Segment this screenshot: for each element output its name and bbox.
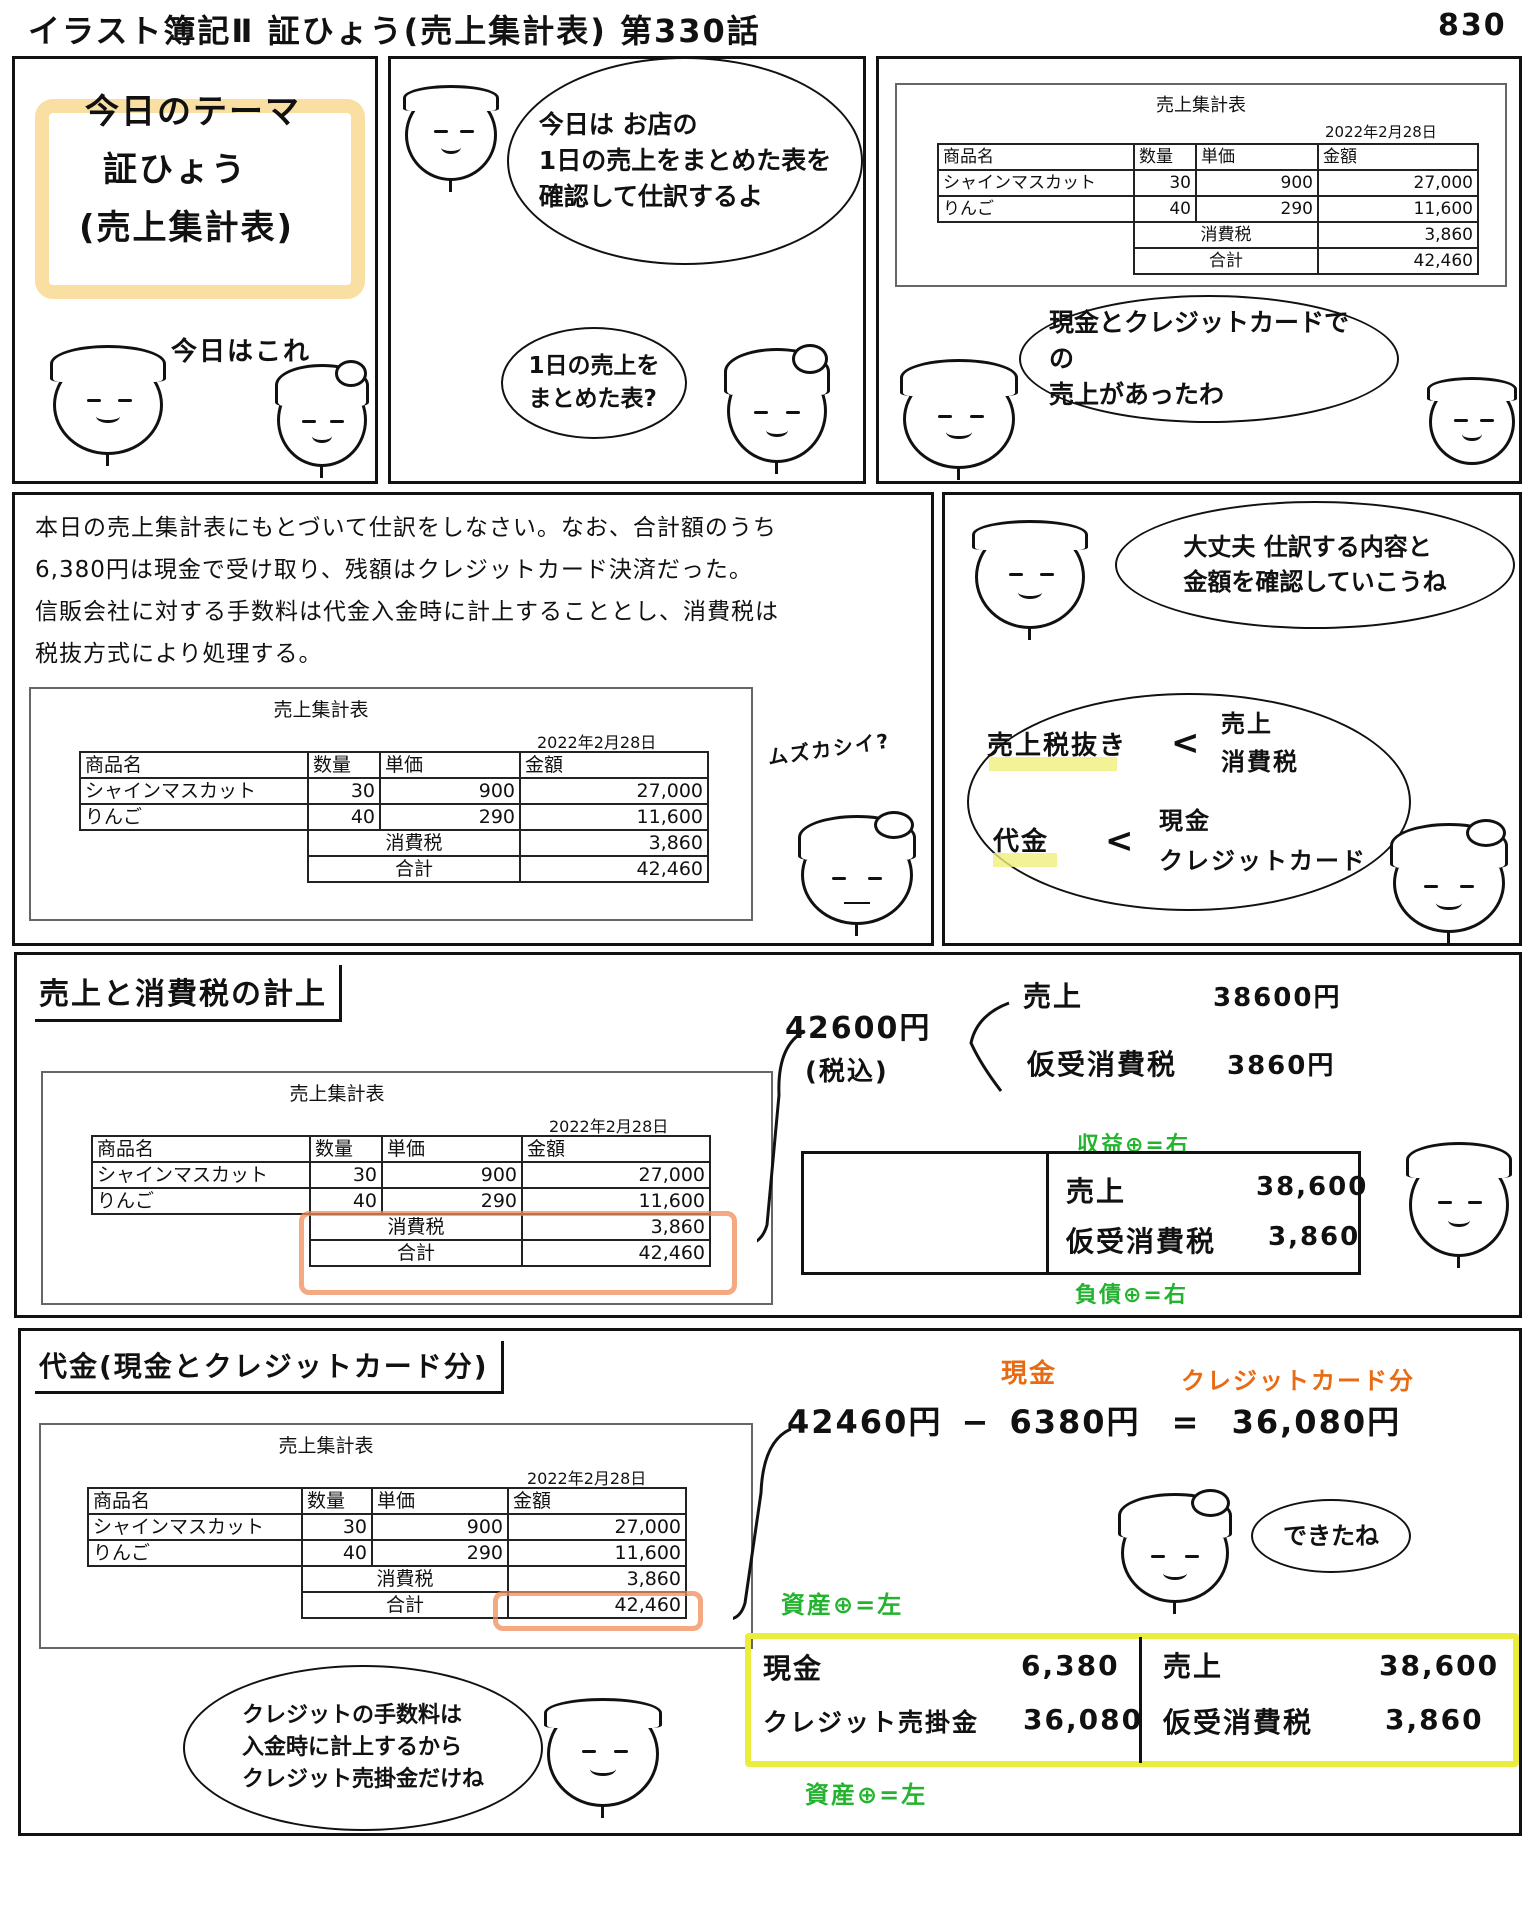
entry-tax-amount: 3,860 xyxy=(1385,1703,1484,1736)
panel-breakdown: 大丈夫 仕訳する内容と 金額を確認していこうね 売上税抜き < 売上 消費税 代… xyxy=(942,492,1522,946)
girl-avatar xyxy=(797,811,917,936)
table-date: 2022年2月28日 xyxy=(527,1469,647,1488)
breakdown-bubble xyxy=(967,693,1411,911)
entry-sales: 売上 xyxy=(1163,1650,1224,1683)
ledger-tax-amount: 3,860 xyxy=(1268,1222,1361,1252)
branch-line xyxy=(969,1001,1010,1092)
ledger-sales: 売上 xyxy=(1066,1175,1127,1208)
table-title: 売上集計表 xyxy=(273,699,369,721)
girl-avatar xyxy=(1117,1489,1233,1614)
problem-text: 本日の売上集計表にもとづいて仕訳をしなさい。なお、合計額のうち 6,380円は現… xyxy=(35,515,779,667)
theme-highlight xyxy=(35,99,365,299)
branch-tax: 仮受消費税 xyxy=(1027,1048,1178,1081)
bracket-line xyxy=(733,1427,792,1620)
murmur-text: ムズカシイ? xyxy=(766,728,892,770)
table-date: 2022年2月28日 xyxy=(549,1117,669,1136)
boy-avatar xyxy=(1427,377,1517,465)
boy-avatar xyxy=(899,358,1019,480)
payment-label: 代金 xyxy=(993,827,1050,857)
boy-avatar xyxy=(49,344,167,466)
credit-part: クレジットカード xyxy=(1159,847,1367,875)
amount-sub: (税込) xyxy=(805,1057,889,1087)
boy-avatar xyxy=(971,520,1089,640)
entry-credit: クレジット売掛金 xyxy=(763,1708,980,1737)
branch-sales-amount: 38600円 xyxy=(1213,983,1342,1013)
speech-bubble: 現金とクレジットカードでの 売上があったわ xyxy=(1019,295,1399,423)
branch-sales: 売上 xyxy=(1023,980,1084,1013)
entry-tax: 仮受消費税 xyxy=(1163,1706,1314,1739)
table-date: 2022年2月28日 xyxy=(1325,123,1437,141)
asset-note-top: 資産⊕=左 xyxy=(781,1591,904,1619)
journal-entry-highlight xyxy=(745,1633,1519,1767)
fee-note-bubble: クレジットの手数料は 入金時に計上するから クレジット売掛金だけね xyxy=(183,1665,543,1831)
page-number: 830 xyxy=(1438,8,1507,43)
panel-payment-entry: 代金(現金とクレジットカード分) 売上集計表 2022年2月28日 商品名数量単… xyxy=(18,1328,1522,1836)
equation: 42460円 − 6380円 = 36,080円 xyxy=(787,1403,1402,1441)
total-highlight xyxy=(493,1591,703,1631)
page-title: イラスト簿記Ⅱ 証ひょう(売上集計表) 第330話 xyxy=(28,12,761,50)
speech-bubble: 今日は お店の 1日の売上をまとめた表を 確認して仕訳するよ xyxy=(507,57,863,265)
panel-problem: 本日の売上集計表にもとづいて仕訳をしなさい。なお、合計額のうち 6,380円は現… xyxy=(12,492,934,946)
girl-avatar xyxy=(724,344,830,474)
entry-cash-amount: 6,380 xyxy=(1021,1649,1120,1682)
table-title: 売上集計表 xyxy=(289,1083,385,1105)
panel-theme: 今日のテーマ 証ひょう (売上集計表) 今日はこれ xyxy=(12,56,378,484)
label-credit: クレジットカード分 xyxy=(1181,1367,1415,1395)
ledger-sales-amount: 38,600 xyxy=(1256,1172,1369,1202)
panel-sales-entry: 売上と消費税の計上 売上集計表 2022年2月28日 商品名数量単価金額 シャイ… xyxy=(14,952,1522,1318)
journal-ledger: 現金 6,380 クレジット売掛金 36,080 売上 38,600 仮受消費税… xyxy=(757,1637,1505,1763)
section-heading: 代金(現金とクレジットカード分) xyxy=(35,1341,504,1394)
liability-note: 負債⊕=右 xyxy=(1075,1283,1188,1308)
girl-avatar xyxy=(1389,819,1509,944)
tax-part: 消費税 xyxy=(1221,748,1299,776)
reply-bubble: 1日の売上を まとめた表? xyxy=(501,327,687,439)
boy-avatar xyxy=(543,1698,663,1818)
section-heading: 売上と消費税の計上 xyxy=(35,965,342,1022)
girl-avatar xyxy=(274,360,370,478)
branch-tax-amount: 3860円 xyxy=(1227,1051,1336,1081)
boy-avatar xyxy=(1406,1142,1512,1268)
theme-title: 今日のテーマ 証ひょう (売上集計表) xyxy=(79,92,301,248)
caption-today: 今日はこれ xyxy=(171,337,312,367)
tax-total-highlight xyxy=(299,1211,737,1295)
journal-ledger: 売上 38,600 仮受消費税 3,860 xyxy=(801,1151,1366,1275)
label-cash: 現金 xyxy=(1001,1359,1058,1389)
table-title: 売上集計表 xyxy=(1156,95,1246,116)
sales-part: 売上 xyxy=(1221,710,1273,738)
cash-part: 現金 xyxy=(1159,807,1211,835)
sales-ex-tax-label: 売上税抜き xyxy=(987,731,1128,761)
entry-sales-amount: 38,600 xyxy=(1379,1649,1500,1682)
highlight-sales xyxy=(989,757,1117,771)
table-title: 売上集計表 xyxy=(278,1435,374,1457)
amount-label: 42600円 xyxy=(785,1011,932,1046)
speech-bubble: 大丈夫 仕訳する内容と 金額を確認していこうね xyxy=(1115,501,1515,629)
asset-note-bottom: 資産⊕=左 xyxy=(805,1781,928,1809)
panel-intro: 今日は お店の 1日の売上をまとめた表を 確認して仕訳するよ 1日の売上を まと… xyxy=(388,56,866,484)
entry-cash: 現金 xyxy=(763,1652,824,1685)
bracket-line xyxy=(757,1029,806,1243)
table-date: 2022年2月28日 xyxy=(537,733,657,752)
done-bubble: できたね xyxy=(1251,1499,1411,1573)
ledger-tax: 仮受消費税 xyxy=(1066,1225,1217,1258)
entry-credit-amount: 36,080 xyxy=(1023,1703,1144,1736)
boy-avatar xyxy=(402,85,500,192)
highlight-payment xyxy=(993,853,1057,867)
